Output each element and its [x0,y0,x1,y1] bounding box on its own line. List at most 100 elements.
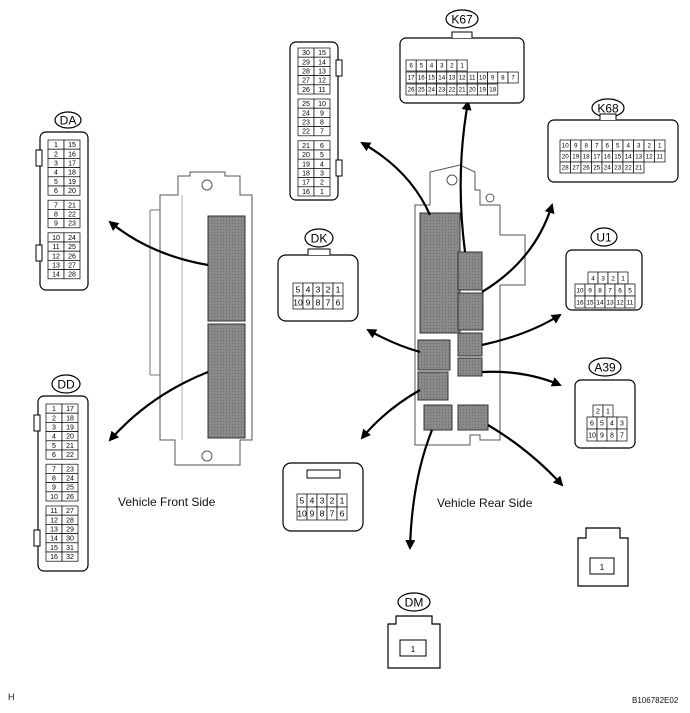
pin-number: 2 [320,180,324,187]
pin-number: 2 [52,415,56,422]
connector-DM-pin: 1 [411,645,416,654]
arrow-to-ND [360,389,421,440]
pin-number: 27 [572,165,579,172]
pin-number: 28 [66,517,74,524]
pin-number: 15 [68,142,76,149]
pin-number: 17 [593,154,600,161]
rear-block-2 [457,292,484,331]
pin-cell [313,186,331,197]
pin-number: 7 [620,433,624,440]
pin-number: 18 [583,154,590,161]
pin-number: 27 [66,508,74,515]
rear-block-6 [417,371,449,401]
pin-number: 8 [54,212,58,219]
pin-number: 23 [438,87,445,94]
front-connector-block-upper [207,215,246,322]
pin-number: 15 [614,154,621,161]
pin-number: 16 [302,189,310,196]
pin-number: 13 [50,527,58,534]
pin-number: 25 [418,87,425,94]
pin-number: 2 [648,143,652,150]
pin-number: 15 [50,545,58,552]
pin-number: 24 [428,87,435,94]
pin-number: 1 [52,406,56,413]
pin-number: 14 [318,59,326,66]
pin-number: 10 [562,143,569,150]
pin-number: 9 [600,433,604,440]
arrow-to-tall [360,142,432,216]
pin-number: 16 [68,151,76,158]
pin-number: 17 [302,180,310,187]
pin-number: 15 [318,50,326,57]
pin-number: 26 [302,87,310,94]
pin-number: 9 [310,509,315,519]
pin-number: 8 [320,120,324,127]
pin-number: 16 [418,75,425,82]
pin-number: 9 [306,298,311,308]
pin-cell [487,83,499,96]
connector-DA-label: DA [60,114,77,128]
pin-number: 22 [448,87,455,94]
pin-number: 15 [586,299,594,306]
pin-cell [63,269,81,280]
pin-number: 17 [408,75,415,82]
pin-number: 26 [68,253,76,260]
pin-number: 24 [68,235,76,242]
pin-number: 5 [300,496,305,506]
pin-number: 9 [54,221,58,228]
pin-number: 32 [66,554,74,561]
pin-number: 10 [479,75,486,82]
pin-number: 29 [66,527,74,534]
pin-number: 4 [320,161,324,168]
pin-number: 27 [302,78,310,85]
pin-number: 8 [501,75,505,82]
pin-cell [507,71,519,84]
pin-cell [654,150,666,163]
pin-number: 5 [52,443,56,450]
pin-number: 18 [489,87,496,94]
pin-number: 14 [50,536,58,543]
pin-number: 2 [611,275,615,282]
pin-number: 2 [326,285,331,295]
pin-number: 27 [68,263,76,270]
connector-A39-label: A39 [594,361,616,375]
pin-number: 2 [330,496,335,506]
pin-number: 7 [595,143,599,150]
pin-number: 14 [625,154,632,161]
connector-K68-label: K68 [597,102,619,116]
pin-cell [336,506,348,521]
pin-number: 6 [409,63,413,70]
pin-number: 6 [52,452,56,459]
pin-number: 18 [66,415,74,422]
pin-number: 3 [316,285,321,295]
pin-number: 7 [326,298,331,308]
pin-number: 8 [598,287,602,294]
pin-number: 8 [610,433,614,440]
arrow-to-single [487,424,564,487]
connector-DM-label: DM [405,596,424,610]
pin-number: 3 [637,143,641,150]
pin-cell [61,551,79,562]
pin-number: 6 [606,143,610,150]
pin-number: 3 [440,63,444,70]
pin-number: 19 [572,154,579,161]
connector-DD-label: DD [57,378,75,392]
pin-number: 1 [320,189,324,196]
pin-number: 9 [320,110,324,117]
pin-number: 12 [50,517,58,524]
pin-number: 4 [591,275,595,282]
pin-number: 8 [320,509,325,519]
pin-number: 11 [469,75,476,82]
pin-number: 22 [66,452,74,459]
arrow-to-DK [366,329,421,354]
pin-number: 18 [302,171,310,178]
front-side-ecu [149,171,253,466]
rear-side-ecu [414,164,526,446]
pin-number: 2 [54,151,58,158]
pin-number: 4 [306,285,311,295]
pin-number: 11 [318,87,325,94]
pin-number: 6 [618,287,622,294]
pin-number: 13 [318,69,326,76]
